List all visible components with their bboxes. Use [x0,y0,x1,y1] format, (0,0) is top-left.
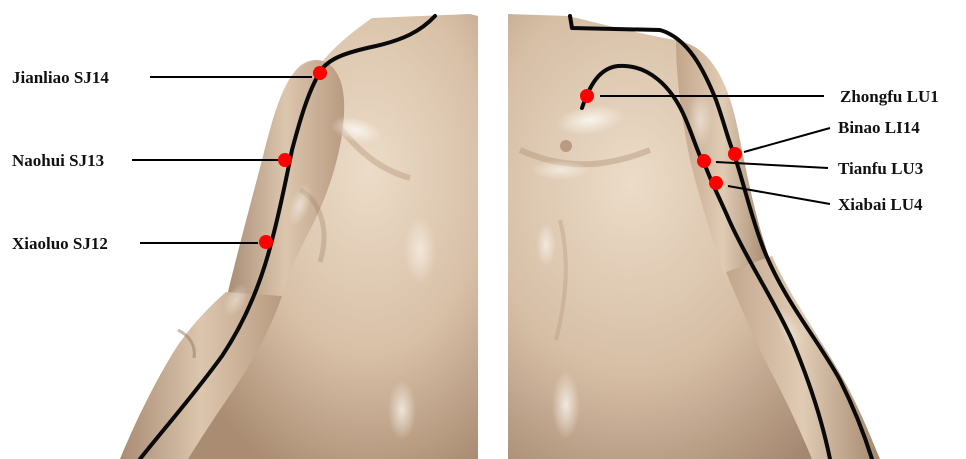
label-xiaoluo: Xiaoluo SJ12 [12,234,108,253]
right-body-figure [508,14,880,459]
point-jianliao [313,66,327,80]
label-xiabai: Xiabai LU4 [838,195,923,214]
point-tianfu [697,154,711,168]
point-xiabai [709,176,723,190]
label-zhongfu: Zhongfu LU1 [840,87,939,106]
panel-divider [480,0,506,459]
point-zhongfu [580,89,594,103]
point-naohui [278,153,292,167]
label-jianliao: Jianliao SJ14 [12,68,109,87]
label-tianfu: Tianfu LU3 [838,159,923,178]
label-binao: Binao LI14 [838,118,920,137]
label-naohui: Naohui SJ13 [12,151,104,170]
point-binao [728,147,742,161]
left-body-figure [120,14,478,459]
leader-binao [744,128,830,152]
point-xiaoluo [259,235,273,249]
